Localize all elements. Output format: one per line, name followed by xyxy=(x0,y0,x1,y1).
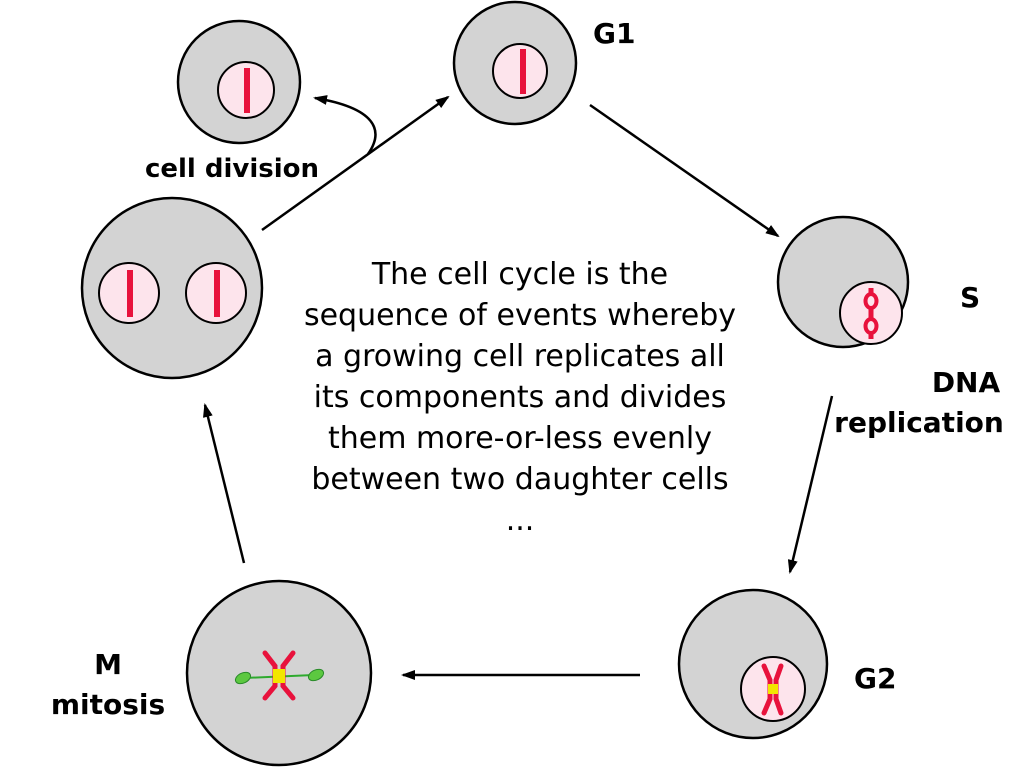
label-s: S xyxy=(960,281,980,314)
mitotic-chromosome xyxy=(262,650,296,701)
arrow-s-to-g2 xyxy=(787,395,834,574)
cell-m xyxy=(185,579,373,767)
duplicated-chromosome xyxy=(761,663,784,716)
replicating-chromosome xyxy=(863,288,879,339)
description-line: its components and divides xyxy=(313,380,727,415)
label-g2: G2 xyxy=(854,662,896,695)
cell-cycle-description: The cell cycle is the sequence of events… xyxy=(275,254,765,541)
label-mitosis: mitosis xyxy=(51,688,165,721)
label-replication: replication xyxy=(834,406,1004,439)
cell-daughter xyxy=(176,19,302,145)
label-g1: G1 xyxy=(593,17,635,50)
description-ellipsis: ... xyxy=(505,503,535,538)
arrow-m-to-division xyxy=(203,403,246,564)
label-dna: DNA xyxy=(932,366,1001,399)
cell-membrane xyxy=(80,196,264,380)
description-line: between two daughter cells xyxy=(311,462,729,497)
centrosome-left xyxy=(234,671,252,685)
arrow-g1-to-s xyxy=(589,103,780,238)
description-line: sequence of events whereby xyxy=(303,298,737,333)
centrosome-right xyxy=(307,668,325,682)
description-line: The cell cycle is the xyxy=(371,257,669,292)
cell-s xyxy=(776,215,910,349)
arrow-cell-division-curve xyxy=(313,95,377,155)
cell-g2 xyxy=(677,588,829,740)
description-line: a growing cell replicates all xyxy=(315,339,725,374)
label-cell-division: cell division xyxy=(145,154,319,184)
label-m: M xyxy=(94,648,122,681)
arrow-division-to-g1 xyxy=(261,95,450,232)
description-line: them more-or-less evenly xyxy=(327,421,713,456)
cell-g1 xyxy=(452,0,578,126)
cell-divided xyxy=(80,196,264,380)
